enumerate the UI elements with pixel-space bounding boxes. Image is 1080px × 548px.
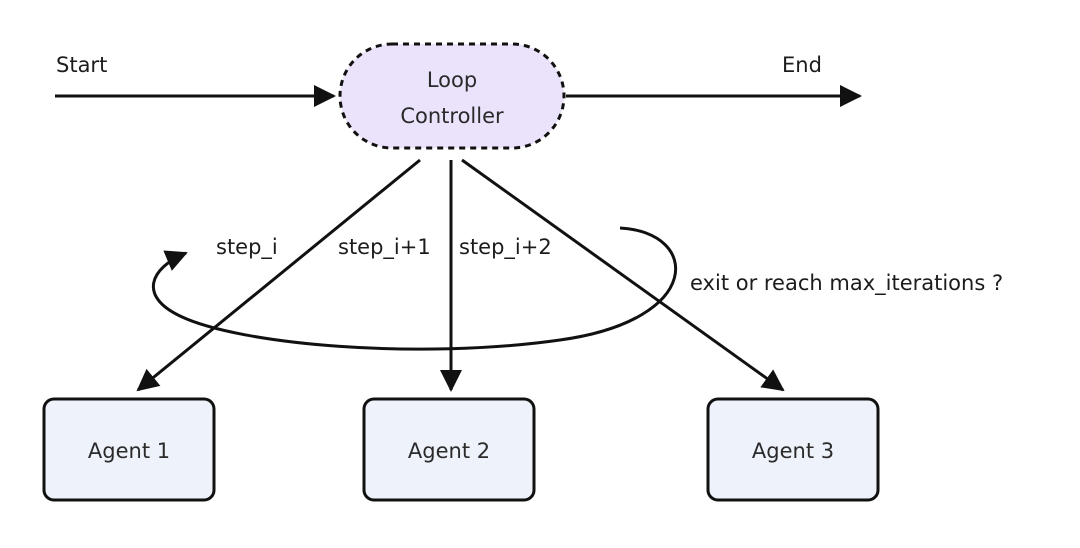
step-arrow-agent-1: [136, 158, 421, 392]
agent-box-2: [362, 397, 536, 502]
loop-condition-label: exit or reach max_iterations ?: [690, 271, 1003, 296]
agent-node-1: Agent 1: [42, 397, 216, 502]
loop-controller-label-line1: Loop: [427, 68, 477, 92]
agent-box-3: [706, 397, 880, 502]
step-label-2: step_i+1: [338, 235, 431, 260]
loop-controller-shape: [338, 42, 566, 150]
loop-controller-node: Loop Controller: [338, 42, 566, 150]
agent-label-1: Agent 1: [88, 439, 170, 463]
agent-box-1: [42, 397, 216, 502]
agent-node-3: Agent 3: [706, 397, 880, 502]
start-label: Start: [56, 53, 107, 77]
step-label-3: step_i+2: [459, 235, 552, 260]
loop-back-arrow: [151, 226, 678, 351]
agent-label-3: Agent 3: [752, 439, 834, 463]
agent-node-2: Agent 2: [362, 397, 536, 502]
step-label-1: step_i: [216, 235, 278, 260]
loop-controller-label-line2: Controller: [400, 104, 504, 128]
step-arrow-agent-3: [461, 158, 785, 392]
agent-label-2: Agent 2: [408, 439, 490, 463]
end-label: End: [782, 53, 822, 77]
